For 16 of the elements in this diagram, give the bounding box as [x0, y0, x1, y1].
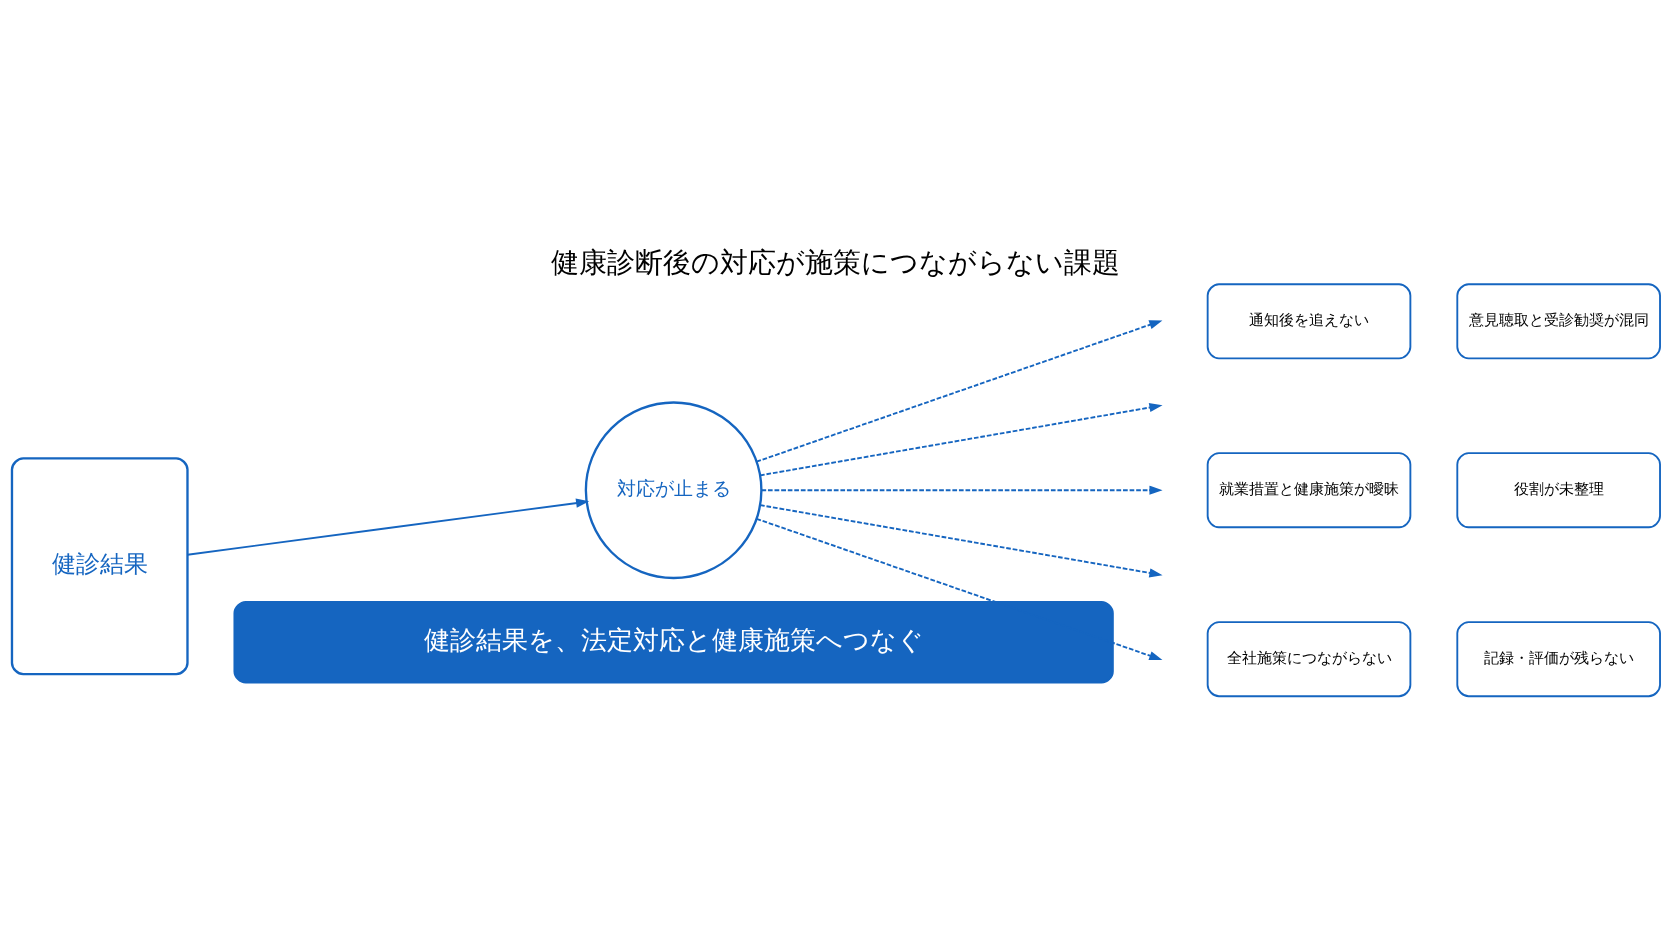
- arrow: [186, 498, 590, 556]
- node-box: 意見聴取と受診勧奨が混同: [1456, 282, 1661, 359]
- arrow: [759, 402, 1163, 476]
- arrow: [760, 485, 1163, 495]
- node-circle: 対応が止まる: [584, 400, 763, 579]
- arrow: [755, 517, 1163, 660]
- node-box: 記録・評価が残らない: [1456, 620, 1661, 697]
- node-box: 通知後を追えない: [1206, 282, 1412, 359]
- diagram-title: 健康診断後の対応が施策につながらない課題: [551, 245, 1121, 279]
- node-box: 健診結果を、法定対応と健康施策へつなぐ: [233, 600, 1114, 684]
- arrow: [755, 319, 1163, 463]
- node-box: 就業措置と健康施策が曖昧: [1206, 451, 1412, 528]
- arrow: [759, 503, 1163, 577]
- node-box: 全社施策につながらない: [1206, 620, 1412, 697]
- node-box: 健診結果: [10, 456, 189, 675]
- node-box: 役割が未整理: [1456, 451, 1661, 528]
